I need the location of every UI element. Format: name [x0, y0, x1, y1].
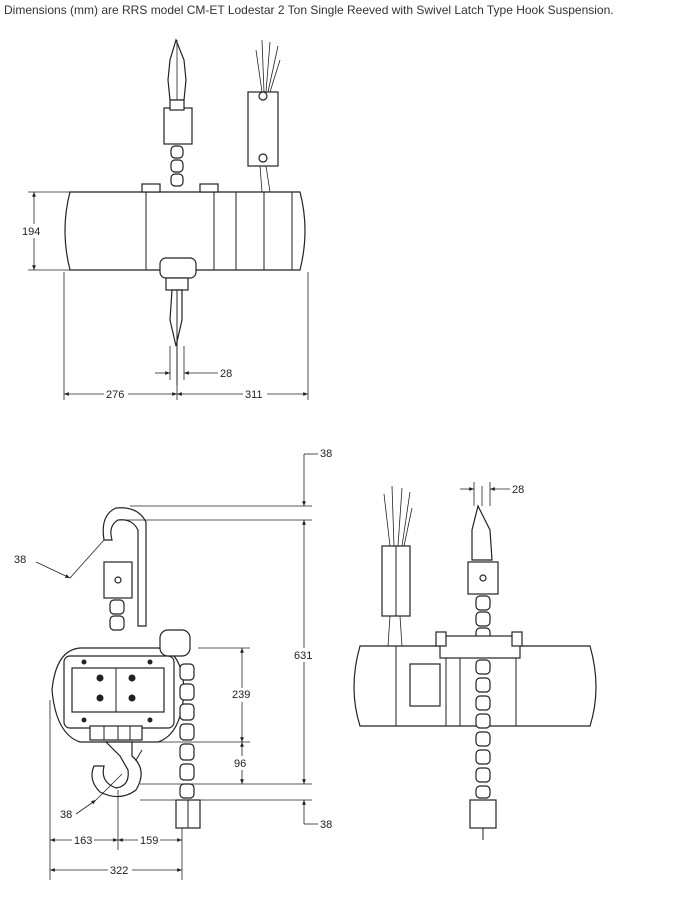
top-view: 194 276 311 28: [20, 38, 309, 401]
height-194-label: 194: [22, 226, 40, 238]
body-239-label: 239: [232, 689, 250, 701]
front-chain-28-label: 28: [512, 484, 524, 496]
right-159-label: 159: [140, 835, 158, 847]
overall-631-label: 631: [294, 650, 312, 662]
hook-angle-38-label: 38: [14, 554, 26, 566]
side-view: 38 631 38 239 96 38 38 163 159: [14, 448, 332, 880]
bottom-hook-38-label: 38: [60, 809, 72, 821]
caption: Dimensions (mm) are RRS model CM-ET Lode…: [4, 3, 614, 17]
bottom-offset-38-label: 38: [320, 819, 332, 831]
top-offset-38-label: 38: [320, 448, 332, 460]
front-view: 28: [353, 482, 597, 840]
total-322-label: 322: [110, 865, 128, 877]
chain-28-label: 28: [220, 368, 232, 380]
left-163-label: 163: [74, 835, 92, 847]
width-276-label: 276: [106, 389, 124, 401]
lower-96-label: 96: [234, 758, 246, 770]
width-311-label: 311: [245, 389, 263, 401]
